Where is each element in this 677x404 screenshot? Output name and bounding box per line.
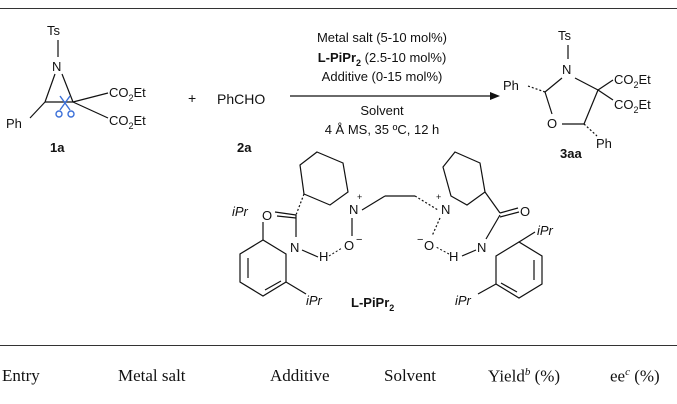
ligand-carbonyl-o-right: O [520,204,530,219]
middle-rule [0,345,677,346]
condition-solvent: Solvent [360,103,404,118]
ligand-structure: N + O − N + O − O N H iPr iPr [232,151,554,313]
ligand-n-plus-left: N [349,202,358,217]
tosyl-label: Ts [47,23,61,38]
aziridine-1a: Ts N Ph CO2Et CO2Et 1a [6,23,146,155]
header-yield: Yieldb (%) [488,366,561,386]
ligand-ipr-right-top: iPr [537,223,554,238]
condition-temperature: 4 Å MS, 35 ºC, 12 h [325,122,440,137]
ligand-ipr-left-bottom: iPr [306,293,323,308]
ester-top: CO2Et [109,85,146,103]
ligand-n-plus-right: N [441,202,450,217]
aziridine-nitrogen: N [52,59,61,74]
product-nitrogen: N [562,62,571,77]
ligand-o-minus-right: O [424,238,434,253]
ligand-carbonyl-o-left: O [262,208,272,223]
header-additive: Additive [270,366,330,385]
ester-bottom: CO2Et [109,113,146,131]
reaction-scheme: Ts N Ph CO2Et CO2Et 1a + PhCHO 2a Metal … [6,23,651,313]
condition-additive: Additive (0-15 mol%) [322,69,443,84]
header-entry: Entry [2,366,40,385]
ligand-charge-plus-left: + [357,192,362,202]
arrow-head-icon [490,92,500,100]
product-phenyl-left: Ph [503,78,519,93]
ligand-charge-plus-right: + [436,192,441,202]
scissors-icon [55,95,75,118]
ligand-charge-minus-left: − [356,234,362,246]
product-ester-bottom: CO2Et [614,97,651,115]
reaction-conditions: Metal salt (5-10 mol%) L-PiPr2 (2.5-10 m… [290,30,500,137]
ligand-charge-minus-right: − [417,234,423,246]
ligand-h-right: H [449,249,458,264]
header-ee: eec (%) [610,366,660,386]
product-oxygen: O [547,116,557,131]
compound-label-2a: 2a [237,140,252,155]
plus-sign: + [188,90,196,106]
oxazolidine-3aa: Ts N O Ph Ph CO2Et CO2Et 3aa [503,28,651,161]
header-solvent: Solvent [384,366,436,385]
ligand-h-left: H [319,249,328,264]
benzaldehyde-2a: PhCHO 2a [217,91,265,155]
phenyl-label: Ph [6,116,22,131]
benzaldehyde-formula: PhCHO [217,91,265,107]
product-ester-top: CO2Et [614,72,651,90]
condition-ligand: L-PiPr2 (2.5-10 mol%) [318,50,447,68]
ligand-nh-right: N [477,240,486,255]
compound-label-1a: 1a [50,140,65,155]
ligand-o-minus-left: O [344,238,354,253]
condition-metal-salt: Metal salt (5-10 mol%) [317,30,447,45]
ligand-ipr-right-bottom: iPr [455,293,472,308]
top-rule [0,8,677,9]
ligand-label: L-PiPr2 [351,295,394,313]
product-phenyl-bottom: Ph [596,136,612,151]
compound-label-3aa: 3aa [560,146,582,161]
ligand-ipr-left-top: iPr [232,204,249,219]
ligand-nh-left: N [290,240,299,255]
header-metal-salt: Metal salt [118,366,186,385]
product-tosyl-label: Ts [558,28,572,43]
